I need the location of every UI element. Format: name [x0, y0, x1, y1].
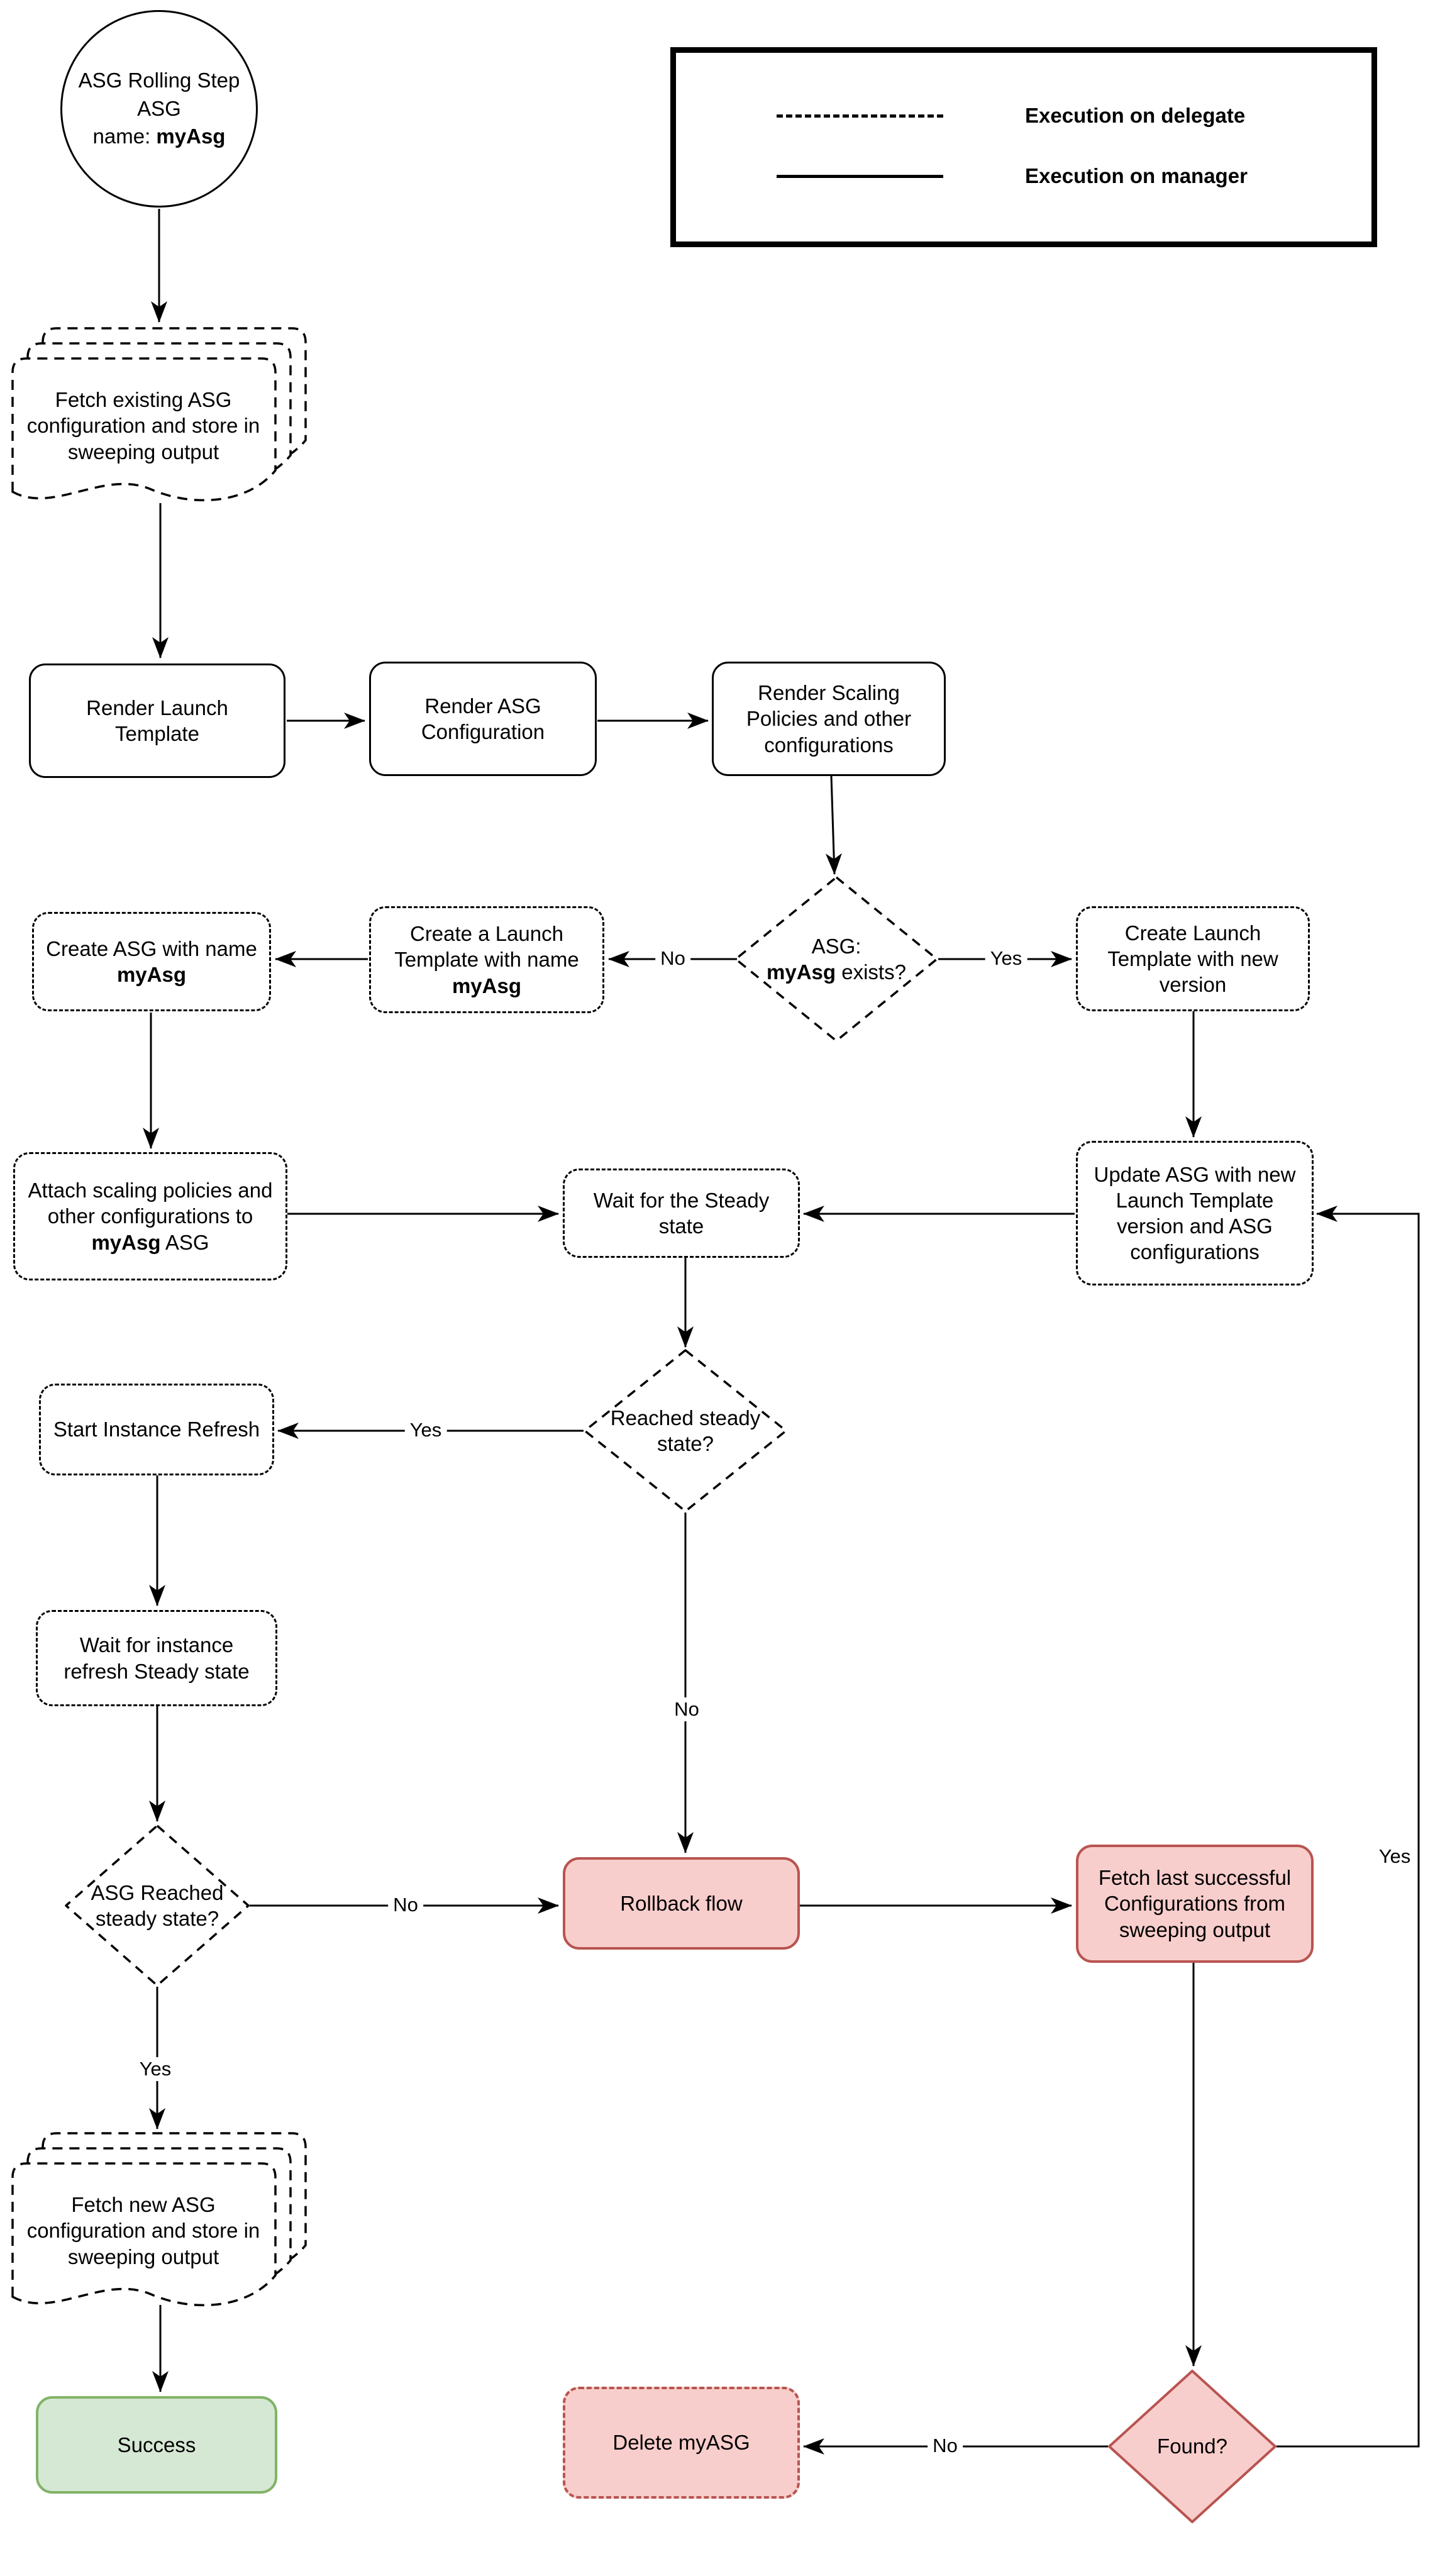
edge-label-exists-no: No	[655, 947, 690, 970]
found-decision-text: Found?	[1157, 2434, 1227, 2458]
edge-label-found-yes: Yes	[1373, 1845, 1416, 1868]
wait-steady-state-node: Wait for the Steady state	[563, 1169, 800, 1258]
create-launch-template-named-node: Create a Launch Template with name myAsg	[369, 906, 604, 1013]
success-node: Success	[36, 2396, 277, 2494]
edge-label-exists-yes: Yes	[985, 947, 1027, 970]
fetch-last-successful-node: Fetch last successful Configurations fro…	[1076, 1845, 1314, 1963]
edge-label-reached-no: No	[669, 1697, 704, 1721]
legend-delegate-label: Execution on delegate	[1025, 104, 1246, 127]
render-scaling-policies-node: Render Scaling Policies and other config…	[712, 662, 946, 776]
delete-myasg-node: Delete myASG	[563, 2387, 800, 2499]
start-instance-refresh-node: Start Instance Refresh	[39, 1384, 274, 1475]
edge-found-yes-to-update	[1277, 1206, 1420, 2448]
create-asg-named-label: Create ASG with name myAsg	[46, 936, 257, 986]
attach-scaling-policies-node: Attach scaling policies and other config…	[13, 1152, 287, 1280]
rollback-flow-node: Rollback flow	[563, 1857, 800, 1950]
asg-reached-steady-diamond	[65, 1824, 250, 1987]
start-node: ASG Rolling Step ASG name: myAsg	[60, 10, 258, 208]
start-node-line3: name: myAsg	[92, 125, 226, 148]
render-asg-configuration-node: Render ASG Configuration	[369, 662, 597, 776]
fetch-existing-doc-shape	[11, 327, 307, 502]
edge-label-asg-reached-yes: Yes	[134, 2057, 177, 2081]
dashed-line-sample	[777, 114, 943, 118]
asg-exists-decision-text: ASG:myAsg exists?	[742, 899, 931, 1019]
start-node-line2: ASG	[137, 96, 181, 120]
solid-line-sample	[777, 174, 943, 178]
create-launch-template-new-version-node: Create Launch Template with new version	[1076, 906, 1310, 1011]
update-asg-node: Update ASG with new Launch Template vers…	[1076, 1141, 1314, 1285]
reached-steady-decision-text: Reached steady state?	[610, 1406, 761, 1455]
start-node-line1: ASG Rolling Step	[78, 69, 240, 92]
asg-exists-diamond	[734, 876, 938, 1042]
edge-label-reached-yes: Yes	[404, 1418, 447, 1442]
legend: Execution on delegate Execution on manag…	[670, 47, 1377, 247]
legend-row-manager: Execution on manager	[777, 146, 1371, 206]
fetch-new-asg-doc-shape	[11, 2132, 307, 2307]
attach-scaling-policies-label: Attach scaling policies and other config…	[28, 1179, 273, 1254]
render-launch-template-node: Render Launch Template	[29, 663, 285, 778]
legend-row-delegate: Execution on delegate	[777, 86, 1371, 146]
fetch-existing-node: Fetch existing ASG configuration and sto…	[26, 388, 260, 464]
edge-label-found-no: No	[928, 2434, 963, 2458]
asg-exists-decision-label: ASG:myAsg exists?	[767, 934, 906, 984]
reached-steady-diamond	[584, 1349, 787, 1513]
edge-render-scaling-to-exists	[825, 775, 842, 875]
found-diamond	[1108, 2370, 1277, 2523]
legend-manager-label: Execution on manager	[1025, 164, 1248, 187]
fetch-new-asg-node: Fetch new ASG configuration and store in…	[26, 2193, 260, 2268]
wait-instance-refresh-node: Wait for instance refresh Steady state	[36, 1610, 277, 1706]
create-asg-named-node: Create ASG with name myAsg	[32, 912, 271, 1011]
edge-label-asg-reached-no: No	[388, 1893, 423, 1917]
asg-reached-decision-text: ASG Reached steady state?	[91, 1880, 224, 1930]
create-launch-template-named-label: Create a Launch Template with name myAsg	[394, 922, 579, 997]
